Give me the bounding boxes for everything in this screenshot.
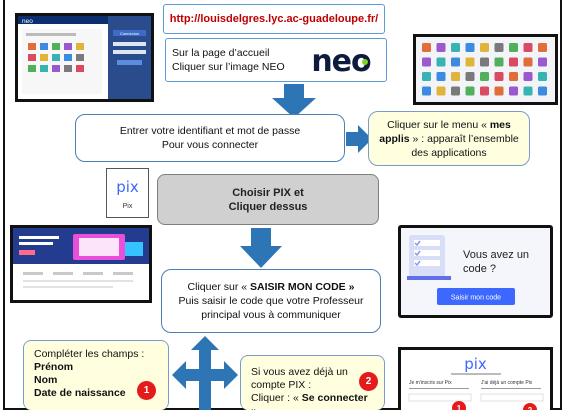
applications-screenshot [413, 34, 558, 105]
app-icon[interactable] [523, 43, 533, 52]
enter-code-step: Cliquer sur « SAISIR MON CODE » Puis sai… [161, 269, 381, 333]
neo-screen-connexion: Connexion [120, 31, 139, 36]
step-number-badge: 1 [137, 381, 156, 400]
code-screen-question-1: Vous avez un [463, 249, 529, 261]
app-icon[interactable] [436, 57, 446, 67]
step-number-badge: 2 [359, 372, 378, 391]
code-step-line2: Puis saisir le code que votre Professeur [178, 295, 364, 307]
code-step-line3: principal vous à communiquer [201, 309, 341, 321]
app-icon[interactable] [451, 86, 460, 96]
pix-tile-logo: pix [116, 178, 139, 196]
neo-site-screenshot: neo Connexion [15, 13, 154, 102]
enter-code-label: SAISIR MON CODE » [250, 281, 355, 293]
champs-intro: Compléter les champs : [34, 348, 145, 360]
neo-step-box: Sur la page d’accueil Cliquer sur l’imag… [165, 38, 387, 82]
pix-step-line1: Choisir PIX et [232, 186, 304, 199]
app-icon[interactable] [523, 57, 533, 67]
app-icon[interactable] [451, 72, 460, 81]
app-icon[interactable] [509, 72, 518, 81]
school-url-link[interactable]: http://louisdelgres.lyc.ac-guadeloupe.fr… [163, 4, 385, 34]
pix-tile-caption: Pix [123, 203, 133, 210]
login-pix-logo: pix [464, 355, 487, 373]
app-icon[interactable] [494, 43, 504, 52]
app-icon[interactable] [480, 72, 489, 81]
app-icon[interactable] [436, 86, 446, 96]
url-text[interactable]: http://louisdelgres.lyc.ac-guadeloupe.fr… [169, 13, 379, 25]
app-icon[interactable] [494, 72, 504, 81]
app-icon[interactable] [538, 57, 547, 67]
app-icon[interactable] [509, 86, 518, 96]
neo-screen-logo: neo [22, 18, 33, 25]
login-tab-label: J'ai déjà un compte Pix [481, 380, 533, 386]
arrow-right-icon [346, 125, 372, 153]
login-badge-1: 1 [457, 404, 462, 410]
app-icon[interactable] [436, 43, 446, 52]
choose-pix-step: Choisir PIX et Cliquer dessus [157, 174, 379, 225]
app-icon[interactable] [538, 86, 547, 96]
code-screen-screenshot: Vous avez un code ? Saisir mon code [398, 225, 553, 318]
pix-login-screenshot: pix Je m'inscris sur Pix J'ai déjà un co… [398, 347, 553, 410]
ident-step-line2: Pour vous connecter [161, 139, 259, 151]
app-icon[interactable] [538, 43, 547, 52]
field-nom: Nom [34, 374, 58, 386]
arrow-down-icon [240, 228, 282, 268]
app-icon[interactable] [422, 57, 431, 67]
app-icon[interactable] [422, 72, 431, 81]
login-credentials-step: Entrer votre identifiant et mot de passe… [75, 114, 345, 162]
arrow-down-icon [272, 84, 316, 118]
app-icon[interactable] [465, 72, 475, 81]
neo-step-line1: Sur la page d’accueil [172, 47, 270, 59]
four-way-arrow-icon [172, 336, 238, 410]
se-connecter-label: Se connecter » [251, 392, 368, 410]
my-apps-step: Cliquer sur le menu « mes applis » : app… [368, 111, 530, 166]
app-icon[interactable] [422, 43, 431, 52]
app-icon[interactable] [509, 57, 518, 67]
app-icon[interactable] [480, 43, 489, 52]
app-icon[interactable] [465, 86, 475, 96]
login-badge-2: 2 [528, 406, 533, 410]
pix-website-screenshot [10, 225, 152, 303]
app-icon[interactable] [494, 86, 504, 96]
field-prenom: Prénom [34, 361, 74, 373]
pix-step-line2: Cliquer dessus [228, 200, 308, 213]
pix-app-tile[interactable]: pix Pix [106, 168, 149, 218]
app-icon[interactable] [523, 86, 533, 96]
neo-logo-text: neo [311, 44, 371, 79]
signup-tab-label: Je m'inscris sur Pix [409, 380, 452, 386]
app-icon[interactable] [465, 43, 475, 52]
app-icon[interactable] [480, 86, 489, 96]
neo-step-line2: Cliquer sur l’image NEO [172, 61, 285, 73]
deja-line2: compte PIX : [251, 379, 312, 391]
enter-code-button: Saisir mon code [451, 295, 501, 302]
app-icon[interactable] [494, 57, 504, 67]
fill-fields-step: Compléter les champs : Prénom Nom Date d… [23, 340, 169, 410]
app-icon[interactable] [465, 57, 475, 67]
app-icon[interactable] [422, 86, 431, 96]
app-icon[interactable] [509, 43, 518, 52]
existing-account-step: Si vous avez déjà un compte PIX : Clique… [240, 355, 385, 410]
code-screen-question-2: code ? [463, 263, 496, 275]
my-apps-menu-label: mes applis [379, 118, 511, 145]
app-icon[interactable] [538, 72, 547, 81]
field-date-naissance: Date de naissance [34, 387, 126, 399]
deja-line1: Si vous avez déjà un [251, 366, 348, 378]
app-icon[interactable] [436, 72, 446, 81]
app-icon[interactable] [451, 43, 460, 52]
ident-step-line1: Entrer votre identifiant et mot de passe [119, 125, 301, 137]
neo-logo-image[interactable]: neo [304, 43, 378, 79]
app-icon[interactable] [523, 72, 533, 81]
app-icon[interactable] [480, 57, 489, 67]
app-icon[interactable] [451, 57, 460, 67]
